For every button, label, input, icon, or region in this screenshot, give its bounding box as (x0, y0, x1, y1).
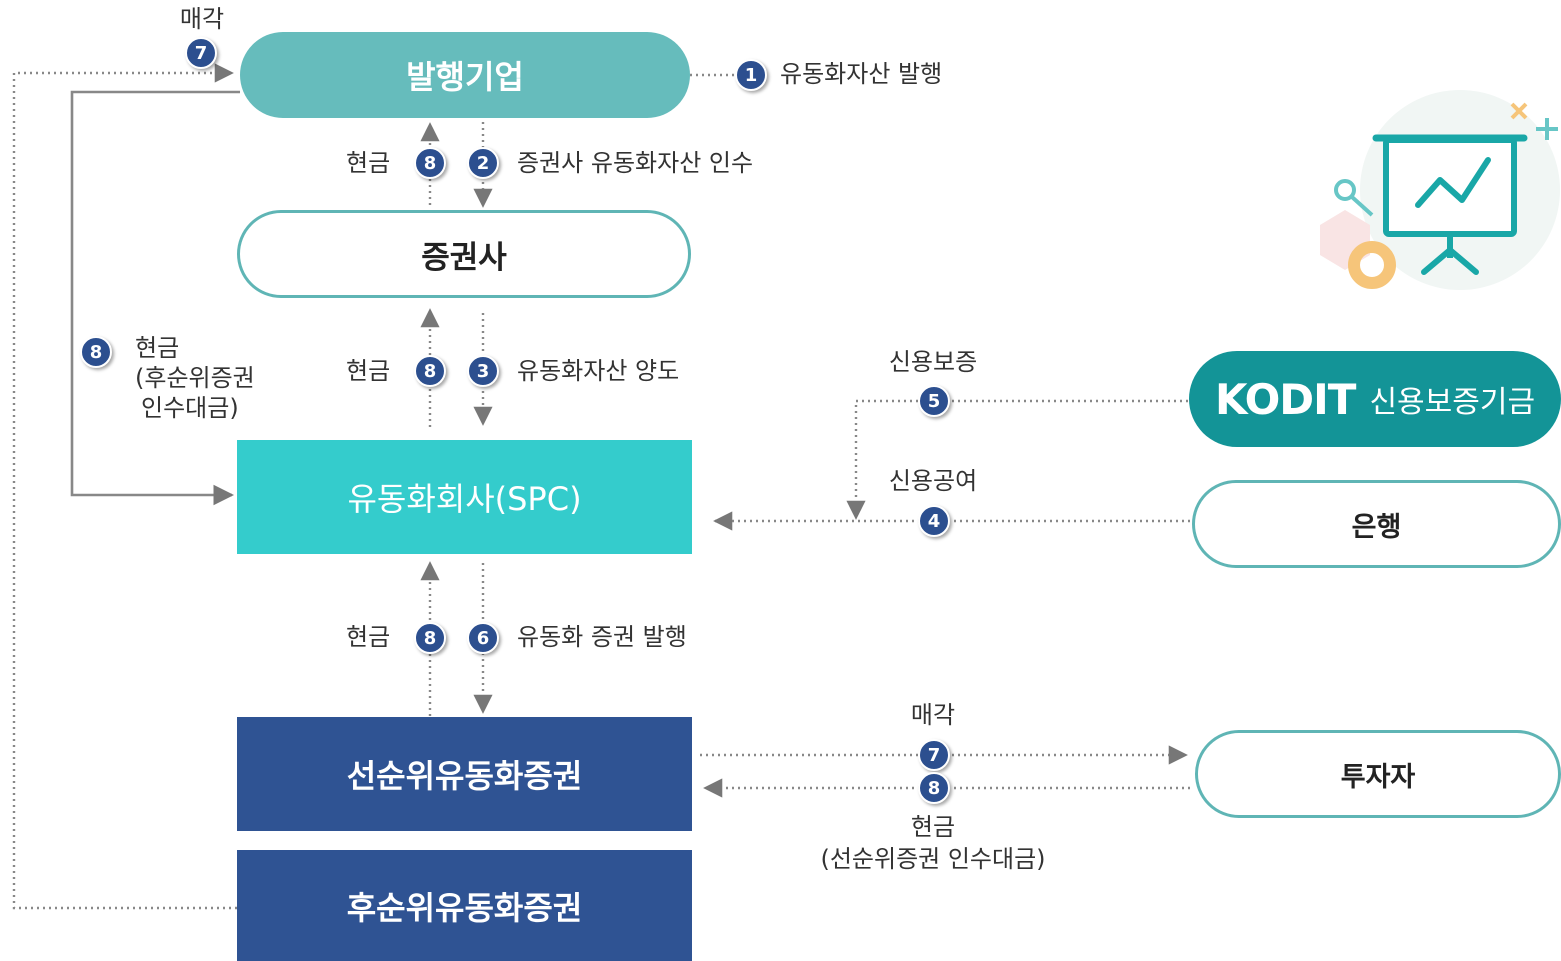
badge-3: 3 (467, 355, 499, 387)
key-icon (1334, 179, 1374, 217)
node-issuer: 발행기업 (240, 32, 690, 118)
label-cash-1: 현금 (346, 149, 391, 177)
badge-8-a: 8 (414, 147, 446, 179)
badge-8-b: 8 (414, 355, 446, 387)
label-left-cash-line3: 인수대금) (141, 394, 239, 422)
label-left-cash-line1: 현금 (135, 334, 180, 362)
node-securities: 증권사 (237, 210, 691, 298)
label-step3: 유동화자산 양도 (517, 357, 680, 385)
label-cash-investor-1: 현금 (910, 813, 956, 841)
node-kodit: KODIT 신용보증기금 (1189, 351, 1561, 447)
badge-6: 6 (467, 622, 499, 654)
label-left-cash: 현금 (후순위증권 인수대금) (135, 333, 255, 423)
presentation-chart-icon (1320, 90, 1560, 290)
kodit-name: 신용보증기금 (1369, 385, 1536, 420)
label-sell-investor: 매각 (910, 701, 956, 729)
kodit-logo: KODIT (1214, 374, 1357, 424)
label-cash-2: 현금 (346, 357, 391, 385)
kodit-guarantee-line (846, 399, 1188, 520)
badge-1: 1 (735, 59, 767, 91)
label-left-cash-line2: (후순위증권 (135, 364, 255, 392)
badge-8-investor: 8 (918, 772, 950, 804)
issuer-to-spc-solid (70, 90, 240, 506)
badge-7-top: 7 (185, 37, 217, 69)
node-bank: 은행 (1192, 480, 1561, 568)
label-credit-line: 신용공여 (888, 467, 978, 495)
label-cash-3: 현금 (346, 623, 391, 651)
label-cash-investor-2: (선순위증권 인수대금) (820, 845, 1046, 873)
donut-chart-icon (1348, 241, 1396, 289)
badge-7-investor: 7 (918, 739, 950, 771)
badge-2: 2 (467, 147, 499, 179)
badge-5: 5 (918, 385, 950, 417)
badge-8-c: 8 (414, 622, 446, 654)
label-step1: 유동화자산 발행 (780, 60, 943, 88)
x-icon (1510, 102, 1528, 120)
label-credit-guarantee: 신용보증 (888, 348, 978, 376)
node-investor: 투자자 (1195, 730, 1561, 818)
label-sell-top: 매각 (179, 5, 225, 33)
label-step2: 증권사 유동화자산 인수 (517, 149, 754, 177)
plus-icon (1536, 118, 1558, 140)
junior-to-issuer-dotted (12, 63, 237, 910)
node-spc: 유동화회사(SPC) (237, 440, 692, 554)
label-step6: 유동화 증권 발행 (517, 623, 687, 651)
badge-4: 4 (918, 505, 950, 537)
node-junior-securities: 후순위유동화증권 (237, 850, 692, 961)
node-senior-securities: 선순위유동화증권 (237, 717, 692, 831)
badge-8-left: 8 (80, 336, 112, 368)
